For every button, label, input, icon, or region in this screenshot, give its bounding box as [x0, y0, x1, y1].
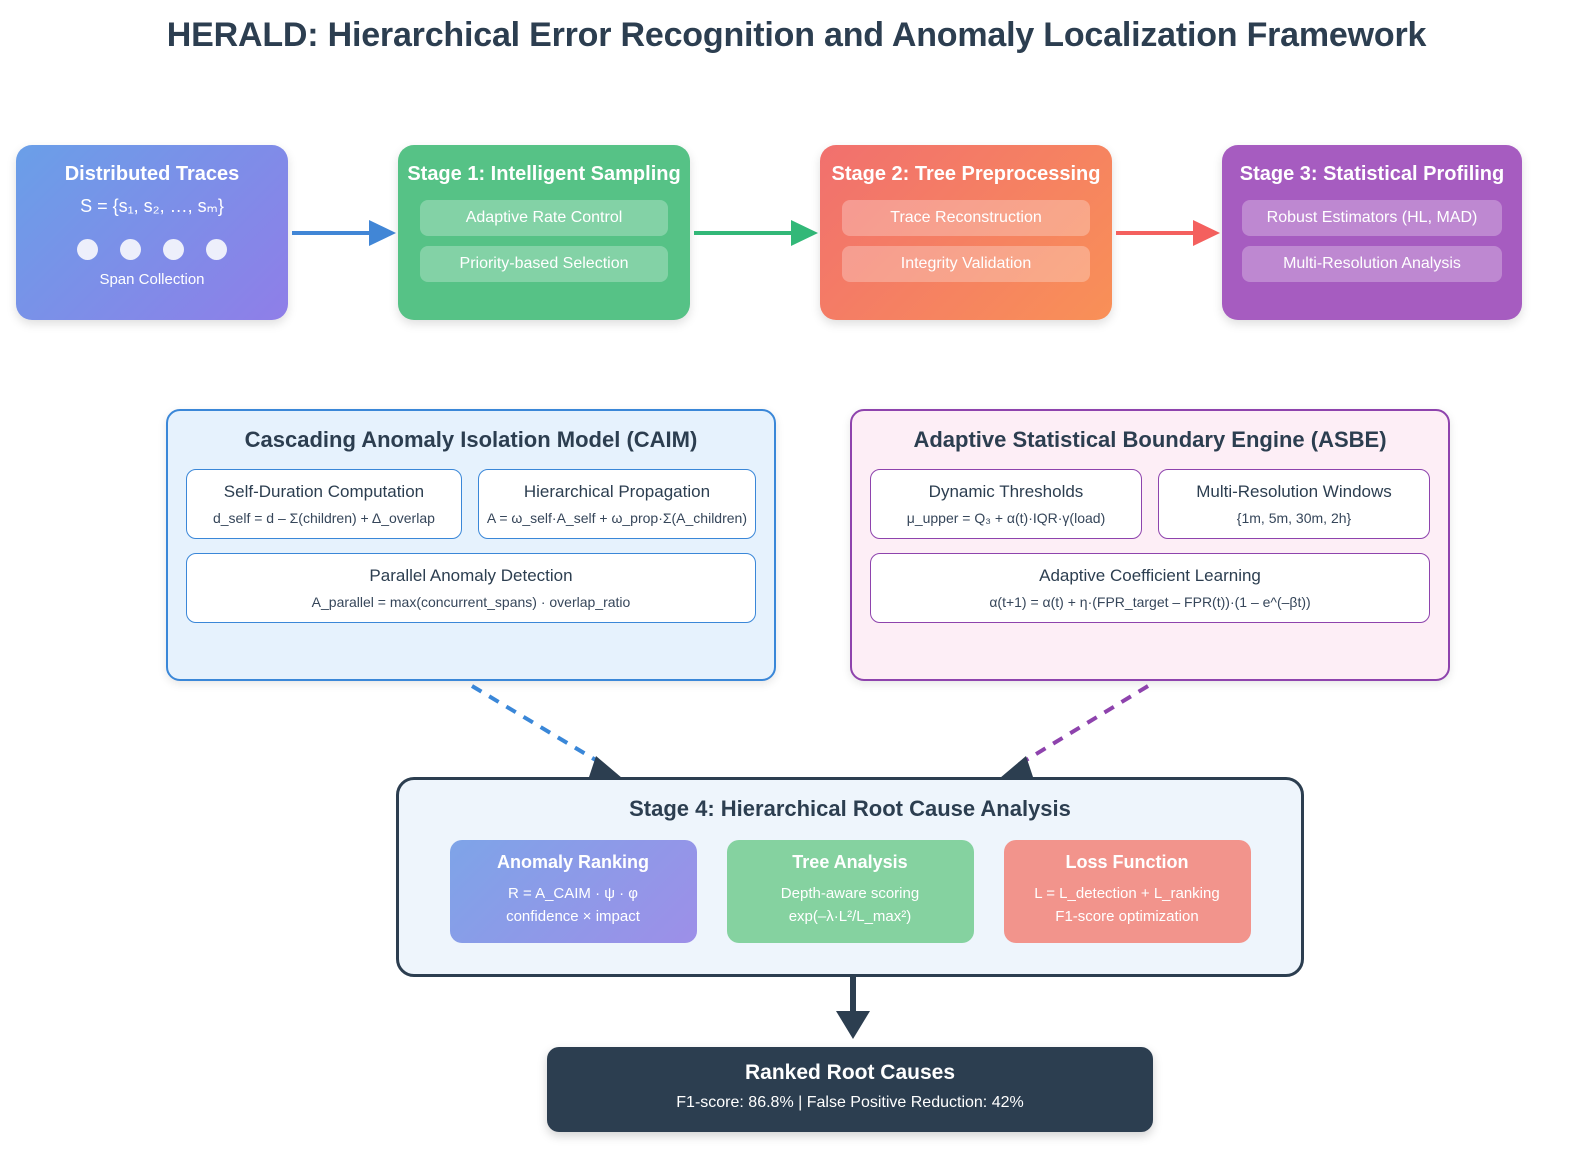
- arrow-head: [1193, 220, 1220, 246]
- stage3-item-1: Multi-Resolution Analysis: [1242, 246, 1502, 282]
- stage4-card-2-line1: L = L_detection + L_ranking: [1034, 885, 1220, 902]
- page-title: HERALD: Hierarchical Error Recognition a…: [166, 16, 1427, 54]
- arrow-shaft: [292, 231, 370, 235]
- stage4-card-1-title: Tree Analysis: [792, 852, 908, 872]
- stage1-item-0: Adaptive Rate Control: [420, 200, 668, 236]
- arrow-shaft: [1116, 231, 1194, 235]
- asbe-card-multi-resolution-windows: Multi-Resolution Windows {1m, 5m, 30m, 2…: [1158, 469, 1430, 539]
- caim-row-top: Self-Duration Computation d_self = d – Σ…: [186, 469, 756, 539]
- span-collection-caption: Span Collection: [99, 271, 205, 288]
- caim-card-2-title: Parallel Anomaly Detection: [369, 566, 573, 585]
- arrow-head: [836, 1011, 870, 1039]
- caim-to-stage4-dashed-line: [470, 684, 606, 767]
- asbe-to-stage4-dashed-line: [1016, 684, 1150, 767]
- traces-formula: S = {s₁, s₂, …, sₘ}: [80, 196, 224, 216]
- stage3-box: Stage 3: Statistical Profiling Robust Es…: [1222, 145, 1522, 320]
- stage2-box: Stage 2: Tree Preprocessing Trace Recons…: [820, 145, 1112, 320]
- stage1-box: Stage 1: Intelligent Sampling Adaptive R…: [398, 145, 690, 320]
- caim-card-0-title: Self-Duration Computation: [223, 482, 425, 501]
- caim-card-hierarchical-propagation: Hierarchical Propagation A = ω_self·A_se…: [477, 469, 756, 539]
- stage2-title: Stage 2: Tree Preprocessing: [831, 163, 1101, 185]
- stage4-card-2-title: Loss Function: [1065, 852, 1189, 872]
- stage4-card-anomaly-ranking: Anomaly Ranking R = A_CAIM · ψ · φ confi…: [449, 840, 697, 943]
- stage4-card-tree-analysis: Tree Analysis Depth-aware scoring exp(–λ…: [726, 840, 974, 943]
- stage4-card-0-line2: confidence × impact: [506, 908, 640, 926]
- stage3-item-0: Robust Estimators (HL, MAD): [1242, 200, 1502, 236]
- asbe-card-1-title: Multi-Resolution Windows: [1196, 482, 1392, 501]
- stage4-cards: Anomaly Ranking R = A_CAIM · ψ · φ confi…: [415, 840, 1285, 943]
- ranked-root-causes-metrics: F1-score: 86.8% | False Positive Reducti…: [676, 1094, 1024, 1111]
- caim-card-1-formula: A = ω_self·A_self + ω_prop·Σ(A_children): [486, 510, 747, 526]
- asbe-card-2-formula: α(t+1) = α(t) + η·(FPR_target – FPR(t))·…: [989, 594, 1311, 610]
- arrow-stage2-to-stage3-icon: [1116, 220, 1220, 246]
- asbe-row-top: Dynamic Thresholds μ_upper = Q₃ + α(t)·I…: [870, 469, 1430, 539]
- stage4-box: Stage 4: Hierarchical Root Cause Analysi…: [396, 777, 1304, 977]
- ranked-root-causes-title: Ranked Root Causes: [744, 1061, 956, 1084]
- caim-card-parallel-detection: Parallel Anomaly Detection A_parallel = …: [186, 553, 756, 623]
- stage4-card-1-line1: Depth-aware scoring: [780, 885, 920, 902]
- distributed-traces-box: Distributed Traces S = {s₁, s₂, …, sₘ} S…: [16, 145, 288, 320]
- stage2-item-0: Trace Reconstruction: [842, 200, 1090, 236]
- stage1-title: Stage 1: Intelligent Sampling: [407, 163, 681, 185]
- asbe-card-dynamic-thresholds: Dynamic Thresholds μ_upper = Q₃ + α(t)·I…: [870, 469, 1142, 539]
- span-dot: [206, 239, 227, 260]
- stage4-card-0-line1: R = A_CAIM · ψ · φ: [507, 885, 639, 902]
- asbe-card-0-title: Dynamic Thresholds: [928, 482, 1084, 501]
- caim-card-0-formula: d_self = d – Σ(children) + Δ_overlap: [212, 510, 435, 526]
- caim-card-2-formula: A_parallel = max(concurrent_spans) · ove…: [311, 594, 631, 610]
- arrow-head: [791, 220, 818, 246]
- distributed-traces-title: Distributed Traces: [64, 163, 240, 185]
- arrow-head: [369, 220, 396, 246]
- span-dot: [163, 239, 184, 260]
- stage4-title: Stage 4: Hierarchical Root Cause Analysi…: [629, 796, 1071, 821]
- caim-module: Cascading Anomaly Isolation Model (CAIM)…: [166, 409, 776, 681]
- asbe-module: Adaptive Statistical Boundary Engine (AS…: [850, 409, 1450, 681]
- asbe-row-bottom: Adaptive Coefficient Learning α(t+1) = α…: [870, 553, 1430, 623]
- asbe-card-2-title: Adaptive Coefficient Learning: [1039, 566, 1261, 585]
- asbe-card-0-formula: μ_upper = Q₃ + α(t)·IQR·γ(load): [906, 510, 1106, 526]
- asbe-card-adaptive-coefficient: Adaptive Coefficient Learning α(t+1) = α…: [870, 553, 1430, 623]
- stage3-title: Stage 3: Statistical Profiling: [1239, 163, 1505, 185]
- stage4-card-1-line2: exp(–λ·L²/L_max²): [788, 908, 912, 926]
- span-dots-row: [16, 239, 288, 260]
- stage4-card-2-line2: F1-score optimization: [1055, 908, 1199, 926]
- span-dot: [77, 239, 98, 260]
- caim-title: Cascading Anomaly Isolation Model (CAIM): [244, 427, 698, 452]
- caim-row-bottom: Parallel Anomaly Detection A_parallel = …: [186, 553, 756, 623]
- span-dot: [120, 239, 141, 260]
- arrow-stage1-to-stage2-icon: [694, 220, 818, 246]
- stage4-card-loss-function: Loss Function L = L_detection + L_rankin…: [1003, 840, 1251, 943]
- stage1-item-1: Priority-based Selection: [420, 246, 668, 282]
- asbe-title: Adaptive Statistical Boundary Engine (AS…: [913, 427, 1387, 452]
- ranked-root-causes-box: Ranked Root Causes F1-score: 86.8% | Fal…: [547, 1047, 1153, 1132]
- arrow-stage4-to-final-icon: [836, 977, 870, 1039]
- arrow-shaft: [850, 977, 856, 1015]
- caim-card-1-title: Hierarchical Propagation: [523, 482, 711, 501]
- caim-card-self-duration: Self-Duration Computation d_self = d – Σ…: [186, 469, 462, 539]
- arrow-shaft: [694, 231, 792, 235]
- asbe-card-1-formula: {1m, 5m, 30m, 2h}: [1236, 510, 1352, 526]
- stage4-card-0-title: Anomaly Ranking: [496, 852, 650, 872]
- arrow-traces-to-stage1-icon: [292, 220, 396, 246]
- stage2-item-1: Integrity Validation: [842, 246, 1090, 282]
